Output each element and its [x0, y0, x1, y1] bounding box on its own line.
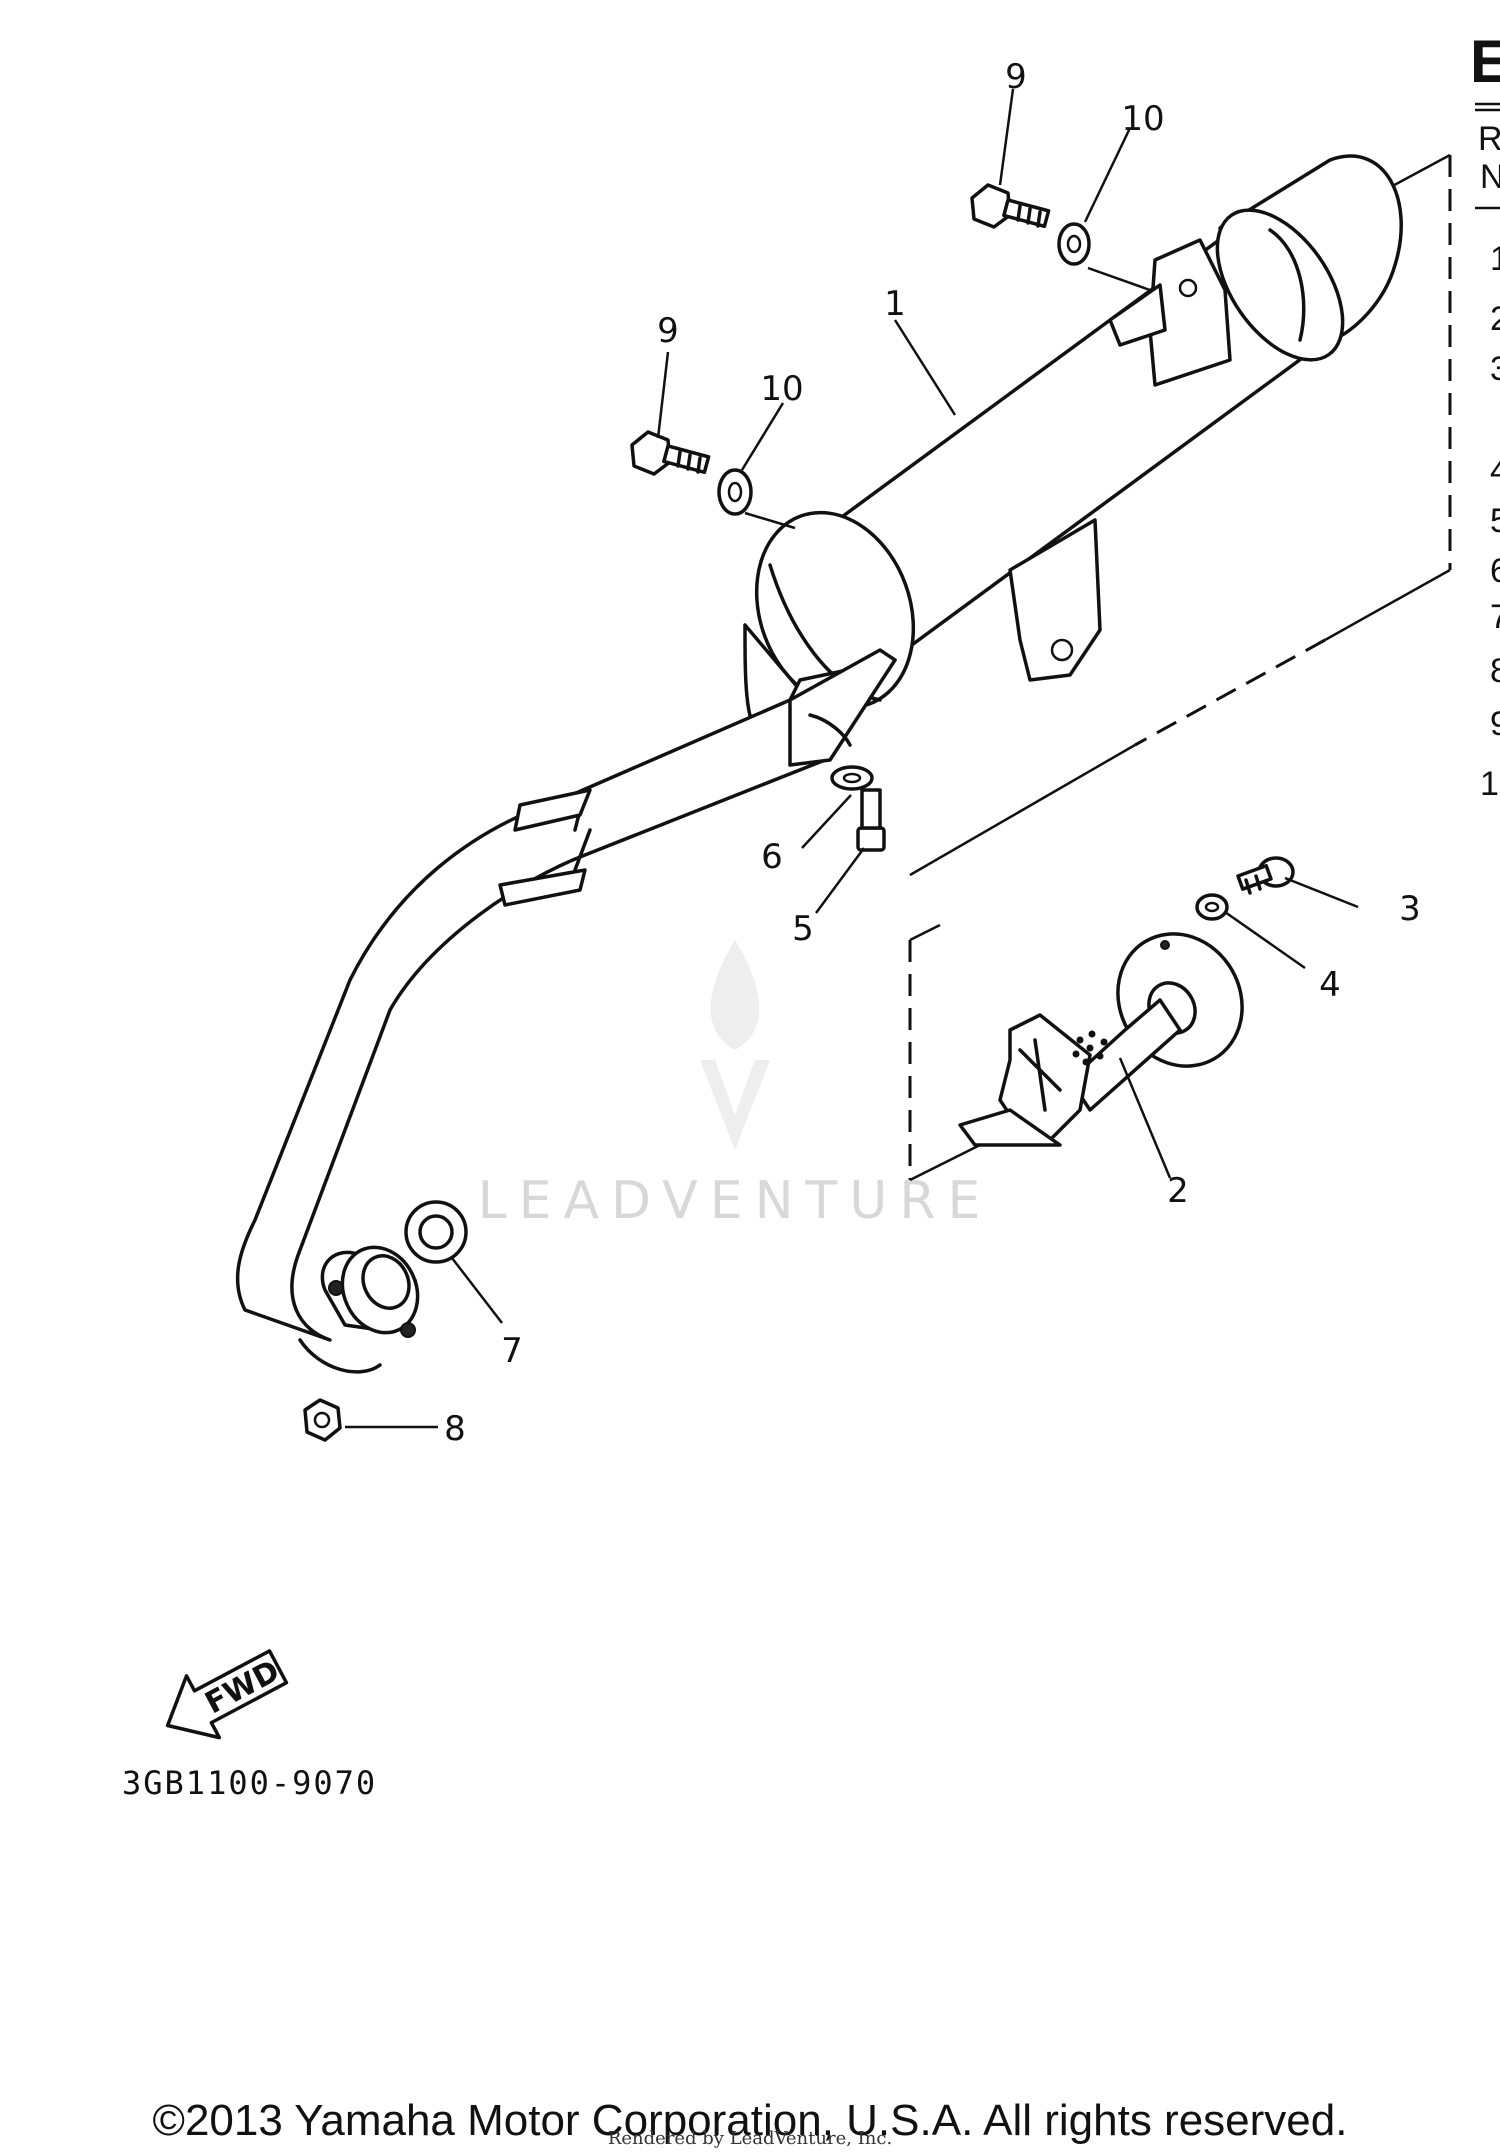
nut-8: [303, 1398, 342, 1442]
parts-table-edge: E R N 1 2 3 4 5 6 7 8 9 1: [1470, 28, 1500, 803]
fwd-arrow: FWD: [165, 1649, 289, 1740]
callout-8: 8: [444, 1409, 466, 1449]
table-row-7: 7: [1490, 598, 1500, 636]
callout-1: 1: [884, 284, 906, 324]
spark-arrester-2: [958, 932, 1244, 1147]
table-row-5: 5: [1490, 502, 1500, 540]
table-title-fragment: E: [1470, 28, 1500, 95]
table-col-ref: R: [1478, 120, 1500, 158]
exploded-view-bracket: [908, 153, 1452, 1182]
callout-2: 2: [1167, 1171, 1189, 1211]
rendered-by-notice: Rendered by LeadVenture, Inc.: [607, 2128, 893, 2149]
callout-7: 7: [501, 1331, 523, 1371]
table-row-1: 1: [1490, 240, 1500, 278]
callout-5: 5: [792, 909, 814, 949]
callout-10-top: 10: [1121, 99, 1164, 139]
callout-3: 3: [1399, 889, 1421, 929]
leader-lines: [345, 88, 1359, 1429]
callout-10-mid: 10: [760, 369, 803, 409]
bolt-9-top: [970, 183, 1051, 229]
table-row-4: 4: [1490, 452, 1500, 490]
watermark-text: LEADVENTURE: [478, 1171, 993, 1231]
callout-4: 4: [1319, 965, 1341, 1005]
table-row-10: 1: [1480, 765, 1499, 803]
copyright-notice: ©2013 Yamaha Motor Corporation, U.S.A. A…: [152, 2096, 1348, 2145]
table-row-8: 8: [1490, 652, 1500, 690]
diagram-code: 3GB1100-9070: [122, 1764, 377, 1802]
bolt-5: [856, 788, 886, 852]
washer-10-mid: [717, 468, 753, 516]
washer-6: [830, 765, 874, 791]
bolt-3: [1236, 856, 1295, 895]
table-col-no: N: [1480, 158, 1500, 196]
washer-4: [1195, 893, 1229, 921]
exhaust-header-pipe: [235, 648, 897, 1374]
table-row-2: 2: [1490, 300, 1500, 338]
callout-9-top: 9: [1005, 57, 1027, 97]
table-row-6: 6: [1490, 552, 1500, 590]
callout-9-mid: 9: [657, 311, 679, 351]
bolt-9-mid: [630, 430, 711, 476]
leadventure-watermark-logo: [700, 940, 770, 1150]
washer-10-top: [1057, 222, 1091, 266]
table-row-9: 9: [1490, 705, 1500, 743]
table-row-3: 3: [1490, 350, 1500, 388]
gasket-7: [404, 1200, 468, 1264]
callout-6: 6: [761, 837, 783, 877]
